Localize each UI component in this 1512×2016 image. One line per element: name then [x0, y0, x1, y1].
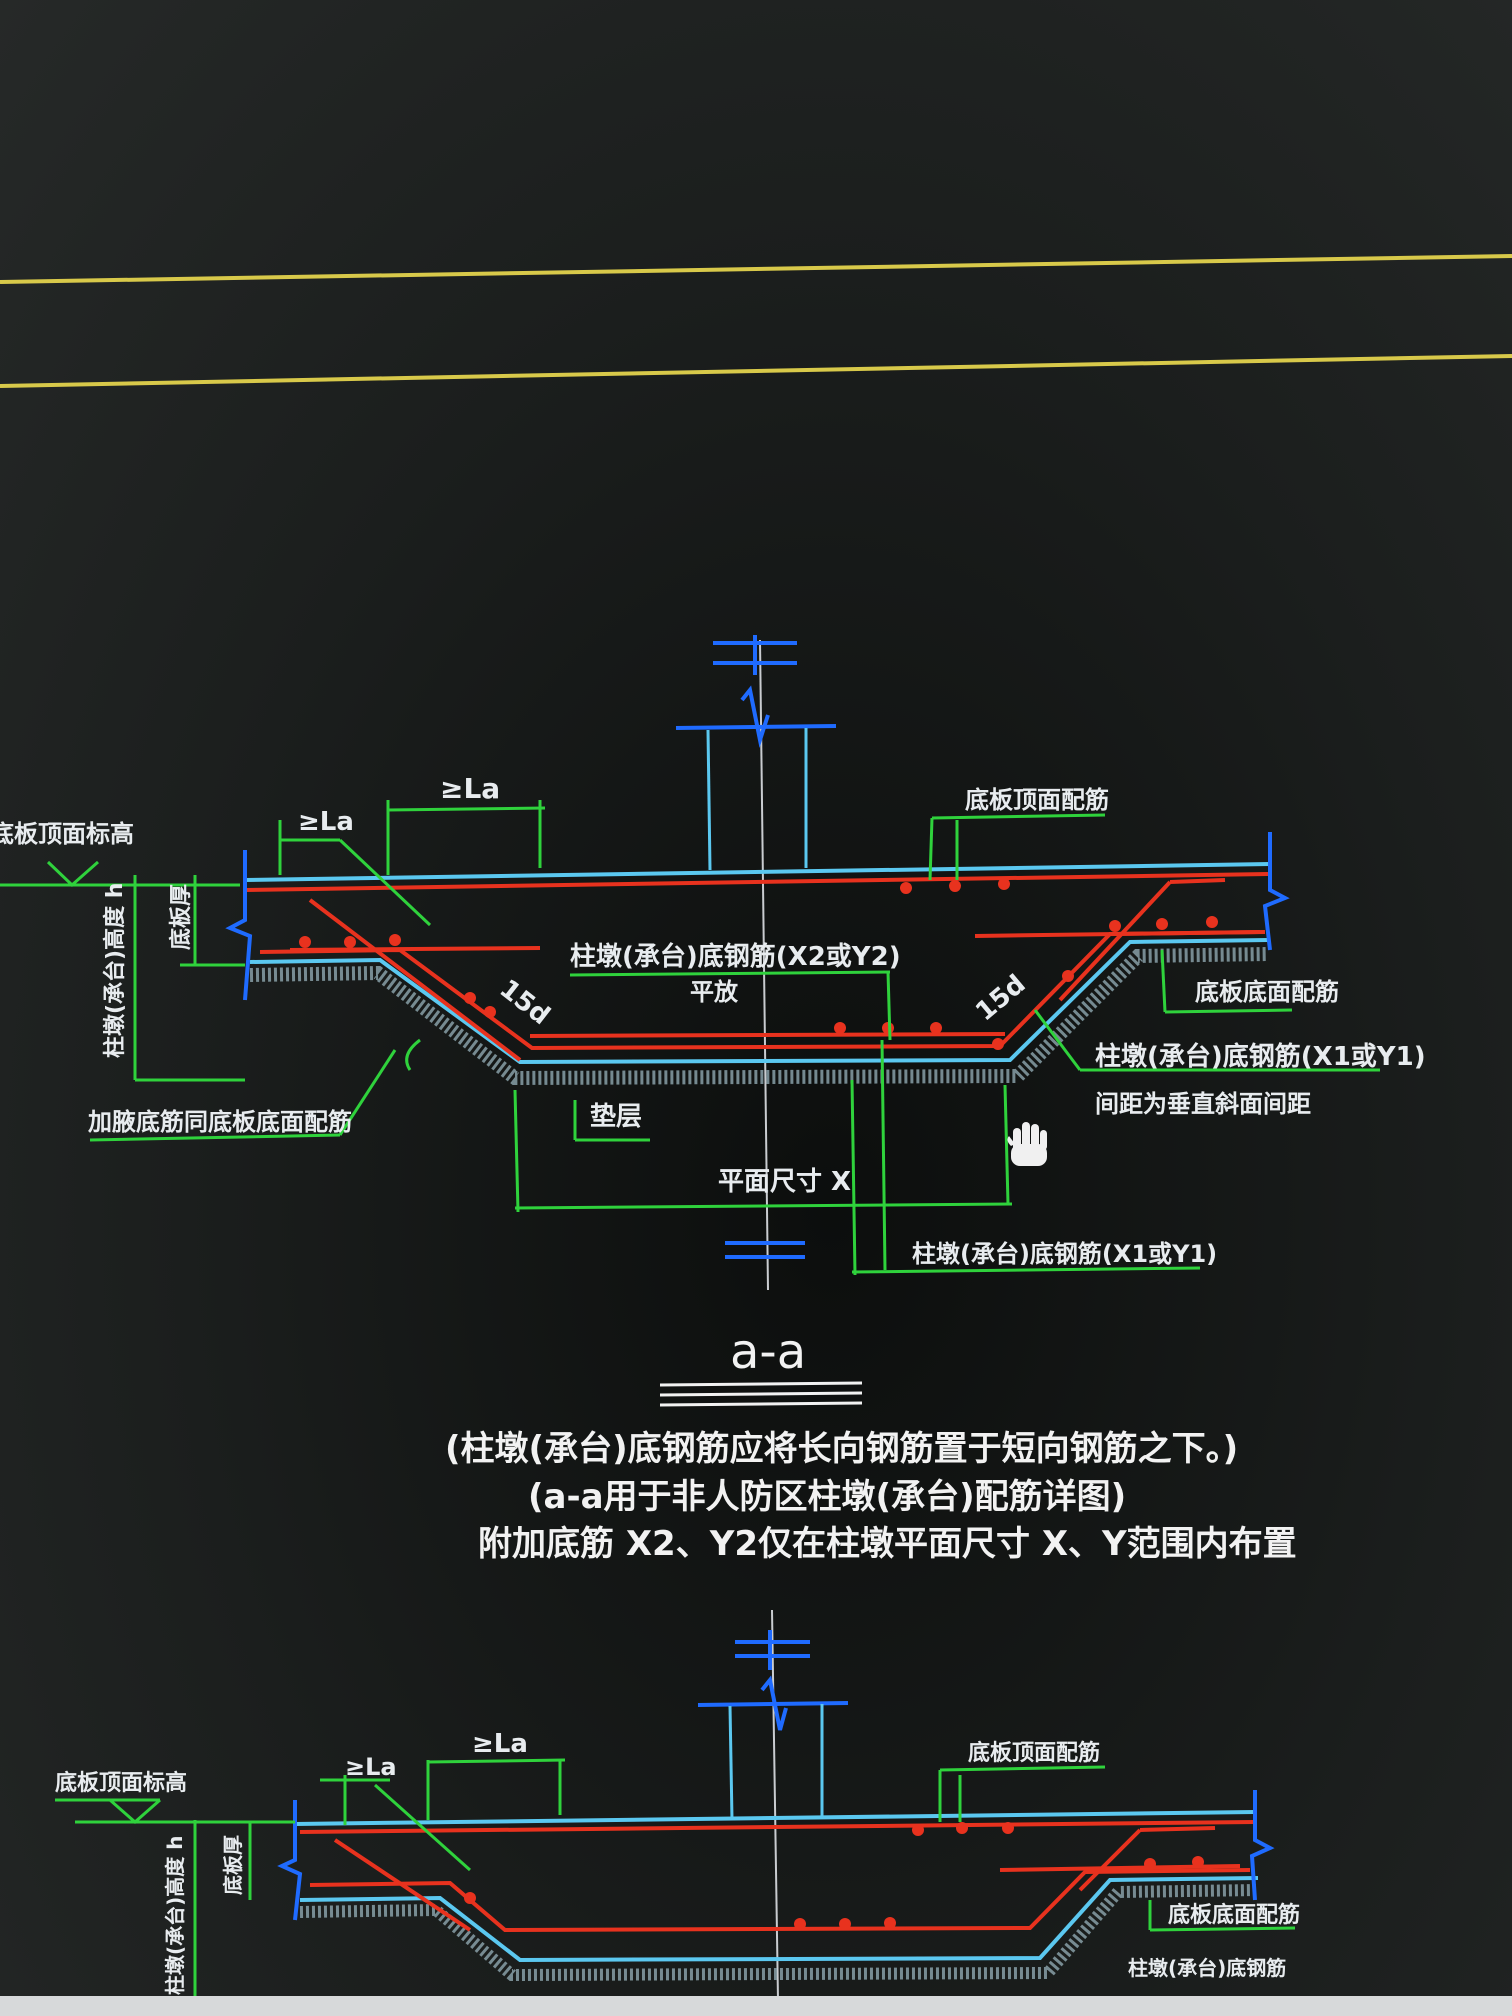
slab-top-line — [244, 862, 1271, 882]
label-cushion: 垫层 — [590, 1102, 642, 1132]
lower-center-axis — [771, 1609, 779, 2001]
dimension-lines — [0, 800, 1380, 1276]
yellow-line-top — [0, 254, 1512, 284]
upper-detail: 底板顶面标高 ≥La ≥La 底板顶面配筋 柱墩(承台)底钢筋(X2或Y2) 平… — [0, 635, 1426, 1564]
lower-detail: 底板顶面标高 ≥La ≥La 底板顶面配筋 柱墩(承台)高度 h 底板厚 底板底… — [55, 1609, 1300, 2001]
lower-cushion — [299, 1884, 1259, 1982]
label-pier-bottom-x1y1-bottom: 柱墩(承台)底钢筋(X1或Y1) — [912, 1240, 1217, 1268]
note-3: 附加底筋 X2、Y2仅在柱墩平面尺寸 X、Y范围内布置 — [478, 1524, 1297, 1564]
note-2: (a-a用于非人防区柱墩(承台)配筋详图) — [528, 1477, 1126, 1517]
section-title: a-a — [730, 1324, 806, 1380]
rebar-dots — [299, 878, 1218, 1050]
lower-label-la-2: ≥La — [472, 1729, 528, 1759]
lower-label-slab-bottom-right: 底板底面配筋 — [1168, 1902, 1300, 1928]
label-slab-top-left: 底板顶面标高 — [0, 820, 134, 848]
lower-label-slab-thickness: 底板厚 — [221, 1835, 245, 1895]
lower-slab-bottom — [299, 1876, 1259, 1963]
label-pier-height: 柱墩(承台)高度 h — [102, 883, 128, 1058]
screen-bottom-edge — [0, 1996, 1512, 2016]
lower-rebar-dots — [464, 1822, 1204, 1930]
lower-break-lines — [277, 1790, 1275, 1921]
column-lines — [706, 728, 808, 871]
slab-bottom-outline — [249, 938, 1269, 1065]
cushion-layer — [249, 947, 1269, 1086]
label-la-2: ≥La — [440, 772, 500, 805]
rebars — [244, 872, 1269, 1062]
label-slab-bottom-right: 底板底面配筋 — [1195, 978, 1339, 1006]
lower-dimension-lines — [55, 1758, 1296, 2000]
label-la-1: ≥La — [298, 807, 354, 837]
lower-label-top-reinf: 底板顶面配筋 — [968, 1740, 1100, 1766]
label-15d-left: 15d — [494, 974, 556, 1031]
label-slab-thickness: 底板厚 — [168, 884, 194, 950]
lower-label-slab-top-left: 底板顶面标高 — [55, 1770, 187, 1796]
lower-slab-top — [294, 1810, 1256, 1826]
label-flat: 平放 — [690, 978, 739, 1006]
label-15d-right: 15d — [970, 969, 1031, 1027]
lower-column-lines — [728, 1704, 824, 1821]
break-lines — [225, 832, 1290, 1001]
label-extra-bar-note: 加腋底筋同底板底面配筋 — [88, 1108, 352, 1136]
center-axis — [759, 639, 769, 1291]
lower-label-pier-height: 柱墩(承台)高度 h — [163, 1836, 187, 1995]
lower-label-la-1: ≥La — [345, 1753, 397, 1781]
label-plan-size: 平面尺寸 X — [718, 1167, 851, 1197]
yellow-line-second — [0, 354, 1512, 388]
lower-rebars — [299, 1820, 1256, 1933]
label-pier-bottom-x2y2: 柱墩(承台)底钢筋(X2或Y2) — [570, 941, 901, 972]
label-spacing-note: 间距为垂直斜面间距 — [1095, 1090, 1311, 1118]
hand-cursor-icon — [1007, 1122, 1047, 1166]
lower-label-pier-bottom-partial: 柱墩(承台)底钢筋 — [1128, 1956, 1286, 1980]
lower-axis-symbol — [697, 1630, 849, 1731]
label-top-reinf: 底板顶面配筋 — [965, 786, 1109, 814]
title-underline — [659, 1381, 863, 1407]
note-1: (柱墩(承台)底钢筋应将长向钢筋置于短向钢筋之下。) — [445, 1429, 1238, 1469]
label-pier-bottom-x1y1-right: 柱墩(承台)底钢筋(X1或Y1) — [1095, 1041, 1426, 1072]
axis-symbol-top — [675, 635, 837, 1259]
